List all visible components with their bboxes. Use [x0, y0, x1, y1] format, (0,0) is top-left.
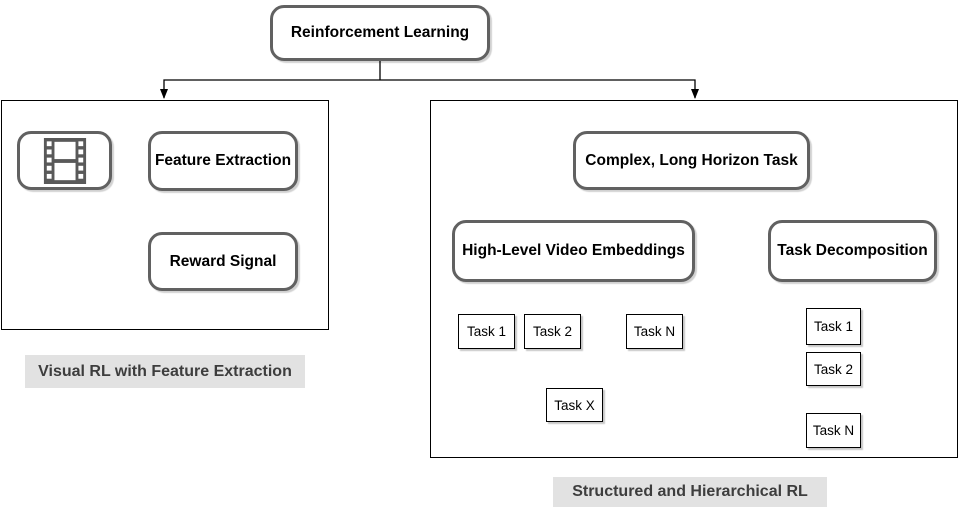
- embedding-task-2-box: Task 2: [524, 314, 581, 349]
- decomposition-task-1-box: Task 1: [806, 308, 861, 345]
- embedding-task-2-label: Task 2: [532, 324, 573, 339]
- selected-task-x-label: Task X: [554, 397, 595, 413]
- node-reinforcement-learning-label: Reinforcement Learning: [290, 24, 470, 41]
- edge-root-to-left-group: [160, 79, 380, 99]
- node-task-decomposition-label: Task Decomposition: [777, 242, 928, 259]
- node-task-decomposition: Task Decomposition: [768, 220, 937, 282]
- caption-visual-rl: Visual RL with Feature Extraction: [25, 355, 305, 388]
- selected-task-x-box: Task X: [546, 388, 603, 422]
- node-high-level-video-embeddings-label: High-Level Video Embeddings: [462, 242, 685, 259]
- decomposition-task-n-box: Task N: [806, 413, 861, 448]
- caption-structured-rl-text: Structured and Hierarchical RL: [572, 483, 808, 500]
- node-feature-extraction-label: Feature Extraction: [154, 152, 292, 169]
- edge-root-to-right-group: [380, 79, 699, 99]
- decomposition-task-2-label: Task 2: [813, 361, 854, 377]
- decomposition-task-n-label: Task N: [812, 423, 855, 438]
- node-reward-signal: Reward Signal: [148, 232, 298, 291]
- node-reward-signal-label: Reward Signal: [169, 252, 277, 270]
- node-complex-long-horizon-task: Complex, Long Horizon Task: [573, 131, 810, 190]
- node-high-level-video-embeddings: High-Level Video Embeddings: [452, 220, 695, 282]
- node-video-input: [17, 131, 112, 190]
- caption-visual-rl-text: Visual RL with Feature Extraction: [38, 362, 292, 380]
- embedding-task-1-box: Task 1: [458, 314, 515, 349]
- node-complex-long-horizon-task-label: Complex, Long Horizon Task: [585, 151, 798, 169]
- node-feature-extraction: Feature Extraction: [148, 131, 298, 191]
- embedding-task-n-box: Task N: [626, 314, 683, 349]
- caption-structured-rl: Structured and Hierarchical RL: [553, 477, 827, 507]
- decomposition-task-2-box: Task 2: [806, 352, 861, 386]
- embedding-task-n-label: Task N: [633, 324, 676, 339]
- decomposition-task-1-label: Task 1: [813, 319, 854, 334]
- node-reinforcement-learning: Reinforcement Learning: [270, 5, 490, 61]
- film-strip-icon: [20, 134, 109, 187]
- embedding-task-1-label: Task 1: [466, 324, 507, 339]
